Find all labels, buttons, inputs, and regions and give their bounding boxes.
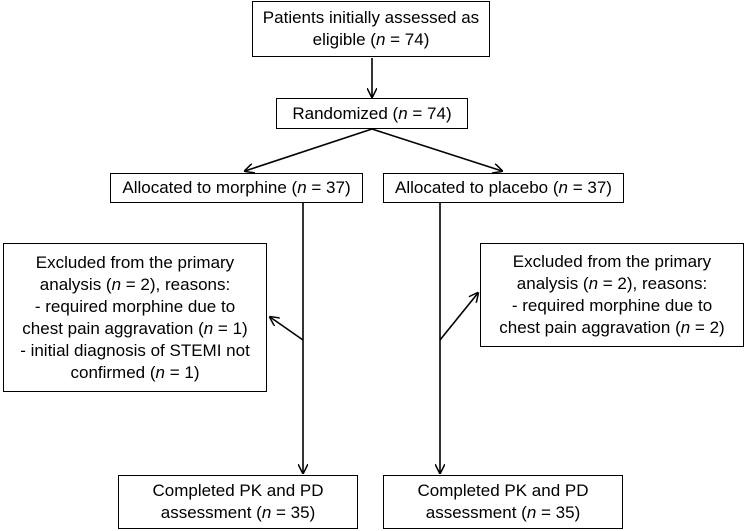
node-line: Excluded from the primary xyxy=(35,252,235,272)
node-allocated-morphine: Allocated to morphine (n = 37) xyxy=(110,173,363,203)
node-line: - initial diagnosis of STEMI not xyxy=(20,340,250,360)
node-line: Allocated to morphine (n = 37) xyxy=(122,178,351,197)
node-allocated-morphine-lines: Allocated to morphine (n = 37) xyxy=(122,177,350,199)
node-line: chest pain aggravation (n = 1) xyxy=(22,318,248,338)
node-excluded-placebo: Excluded from the primary analysis (n = 2… xyxy=(480,243,744,347)
node-line: Completed PK and PD xyxy=(417,481,589,500)
node-line: Allocated to placebo (n = 37) xyxy=(395,178,612,197)
node-line: analysis (n = 2), reasons: xyxy=(39,274,231,294)
node-completed-placebo: Completed PK and PD assessment (n = 35) xyxy=(383,475,623,529)
node-line: chest pain aggravation (n = 2) xyxy=(499,318,725,337)
arrow-randomized-to-placebo xyxy=(371,128,502,171)
arrow-randomized-to-morphine xyxy=(245,128,373,171)
node-excluded-placebo-lines: Excluded from the primary analysis (n = 2… xyxy=(499,251,724,339)
node-completed-morphine-lines: Completed PK and PD assessment (n = 35) xyxy=(152,480,323,524)
node-line: Randomized (n = 74) xyxy=(292,103,452,123)
node-completed-placebo-lines: Completed PK and PD assessment (n = 35) xyxy=(417,480,588,524)
node-line: - required morphine due to xyxy=(511,296,713,315)
node-allocated-placebo: Allocated to placebo (n = 37) xyxy=(383,173,624,203)
node-line: assessment (n = 35) xyxy=(160,503,316,522)
arrow-morphine-to-excluded xyxy=(270,317,304,341)
node-allocated-placebo-lines: Allocated to placebo (n = 37) xyxy=(395,177,612,199)
node-randomized-lines: Randomized (n = 74) xyxy=(292,103,451,125)
node-line: Excluded from the primary xyxy=(512,252,712,271)
node-line: Patients initially assessed as xyxy=(262,8,480,27)
node-line: eligible (n = 74) xyxy=(312,30,430,49)
node-eligible: Patients initially assessed as eligible (… xyxy=(252,1,490,57)
node-line: assessment (n = 35) xyxy=(425,503,581,522)
node-line: analysis (n = 2), reasons: xyxy=(516,274,708,293)
node-completed-morphine: Completed PK and PD assessment (n = 35) xyxy=(118,475,358,529)
node-randomized: Randomized (n = 74) xyxy=(276,98,468,129)
node-line: - required morphine due to xyxy=(34,296,236,316)
node-line: Completed PK and PD xyxy=(152,481,324,500)
node-line: confirmed (n = 1) xyxy=(70,362,200,382)
arrow-placebo-to-excluded xyxy=(439,293,478,341)
node-eligible-lines: Patients initially assessed as eligible (… xyxy=(263,7,479,51)
